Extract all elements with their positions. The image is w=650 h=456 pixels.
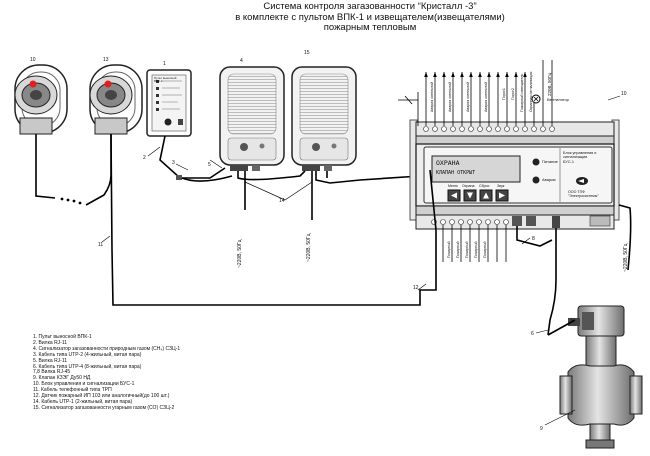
legend-item-1: 1. Пульт выносной ВПК-1 bbox=[33, 334, 92, 340]
power-label-sensor15: ~220В, 50Гц bbox=[306, 233, 312, 262]
btn-label-reset: Сброс bbox=[479, 184, 490, 188]
dotted-chain bbox=[60, 197, 82, 205]
controller-name-line-3: БУС-1 bbox=[563, 159, 574, 164]
bottom-wire-label-2: Пожарный bbox=[456, 241, 460, 258]
legend-item-6: 6. Кабель типа UTP-4 (8-жильный, витая п… bbox=[33, 363, 142, 370]
display-line-1: ОХРАНА bbox=[436, 159, 460, 167]
gas-valve-kzeg bbox=[559, 305, 643, 449]
controller-name: Блок управления и сигнализации БУС-1 bbox=[563, 151, 596, 164]
remote-panel-title: Пульт выносной ВПК-1 bbox=[154, 76, 177, 84]
display-line-2: КЛАПАН ОТКРЫТ bbox=[436, 170, 476, 176]
parts-legend: 1. Пульт выносной ВПК-1 2. Вилка RJ-11 4… bbox=[33, 334, 181, 412]
legend-item-2: 2. Вилка RJ-11 bbox=[33, 339, 68, 346]
callout-8: 8 bbox=[532, 236, 535, 242]
callout-10-right: 10 bbox=[621, 91, 627, 97]
maker-line-2: "Электросистемы" bbox=[568, 194, 599, 199]
bottom-wire-label-1: Пожарный bbox=[447, 241, 451, 258]
controller-thick-cables bbox=[429, 169, 632, 336]
callout-11: 11 bbox=[98, 242, 104, 248]
fire-detector-right bbox=[89, 64, 143, 135]
fan-label: Вентилятор bbox=[547, 97, 569, 102]
top-wire-label-3: Авария котельной bbox=[466, 81, 470, 112]
legend-item-11: 12. Датчик пожарный ИП 103 или аналогичн… bbox=[33, 393, 170, 400]
bottom-wire-label-4: Пожарный bbox=[474, 241, 478, 258]
detector-cables bbox=[35, 133, 437, 306]
callout-14: 14 bbox=[279, 198, 285, 204]
controller-bus1 bbox=[409, 119, 620, 230]
callout-3: 3 bbox=[172, 160, 175, 166]
callout-15: 15 bbox=[304, 50, 310, 56]
gas-sensor-15 bbox=[291, 66, 357, 171]
top-wire-label-8: Охранная сигнализация bbox=[529, 71, 533, 112]
top-wire-label-2: Авария котельной bbox=[448, 81, 452, 112]
maker-line-1: ООО ТПФ bbox=[568, 190, 585, 194]
fan-icon bbox=[531, 94, 541, 104]
led-power-label: Питание bbox=[542, 159, 558, 164]
remote-panel-vpk1 bbox=[146, 69, 192, 137]
top-output-wires bbox=[398, 60, 553, 126]
title-line-1: Система контроля загазованности “Кристал… bbox=[263, 1, 477, 12]
callout-4: 4 bbox=[240, 58, 243, 64]
maker-name: ООО ТПФ "Электросистемы" bbox=[568, 190, 599, 198]
callout-7: 7 bbox=[570, 318, 573, 324]
top-voltage-label: 220В, 50Гц bbox=[547, 72, 552, 96]
legend-item-5: 5. Вилка RJ-11 bbox=[33, 357, 68, 364]
callout-13: 13 bbox=[103, 57, 109, 63]
callout-1: 1 bbox=[163, 61, 166, 67]
bottom-wire-label-3: Пожарный bbox=[465, 241, 469, 258]
callout-9: 9 bbox=[540, 426, 543, 432]
callout-5: 5 bbox=[208, 162, 211, 168]
bottom-wire-label-5: Пожарный bbox=[483, 241, 487, 258]
title-line-3: пожарным тепловым bbox=[323, 22, 417, 33]
legend-item-4: 3. Кабель типа UTP-2 (4-жильный, витая п… bbox=[33, 351, 142, 358]
legend-item-9: 10. Блок управления и сигнализации БУС-1 bbox=[33, 381, 135, 388]
diagram-title: Система контроля загазованности “Кристал… bbox=[230, 1, 510, 34]
callout-10-left: 10 bbox=[30, 57, 36, 63]
top-wire-label-5: Порог1 bbox=[502, 88, 506, 100]
callout-12: 12 bbox=[413, 285, 419, 291]
legend-item-8: 9. Клапан КЗЭГ Ду50 НД bbox=[33, 375, 91, 382]
bottom-wires bbox=[442, 225, 507, 262]
legend-item-3: 4. Сигнализатор загазованности природным… bbox=[33, 345, 181, 352]
remote-panel-cable bbox=[159, 135, 226, 179]
controller-name-line-1: Блок управления и bbox=[563, 151, 597, 155]
btn-label-guard: Охрана bbox=[462, 184, 475, 188]
title-line-2: в комплекте с пультом ВПК-1 и извещателе… bbox=[235, 11, 505, 23]
top-wire-label-1: Авария котельной bbox=[430, 81, 434, 112]
callout-2: 2 bbox=[143, 155, 146, 161]
sensor-cables bbox=[181, 169, 431, 220]
power-label-controller: ~220В, 50Гц bbox=[623, 243, 629, 272]
led-alarm-label: Авария bbox=[542, 177, 556, 182]
top-wire-label-6: Порог2 bbox=[511, 88, 515, 100]
power-label-sensor4: ~220В, 50Гц bbox=[237, 239, 243, 268]
btn-label-menu: Меню bbox=[448, 184, 458, 188]
legend-item-7: 7,8 Вилка RJ-45 bbox=[33, 369, 71, 376]
controller-name-line-2: сигнализации bbox=[563, 155, 588, 160]
fire-detector-left bbox=[14, 64, 68, 135]
legend-item-13: 15. Сигнализатор загазованности угарным … bbox=[33, 404, 175, 411]
callout-6: 6 bbox=[531, 331, 534, 337]
btn-label-sound: Звук bbox=[497, 184, 505, 188]
gas-sensor-4 bbox=[219, 66, 285, 171]
top-wire-label-4: Авария котельной bbox=[484, 81, 488, 112]
legend-item-12: 14. Кабель UTP-1 (2-жильный, витая пара) bbox=[33, 398, 133, 405]
legend-item-10: 11. Кабель телефонный типа ТРП bbox=[33, 387, 112, 394]
top-wire-label-7: Пожарный извещатель bbox=[520, 73, 524, 112]
